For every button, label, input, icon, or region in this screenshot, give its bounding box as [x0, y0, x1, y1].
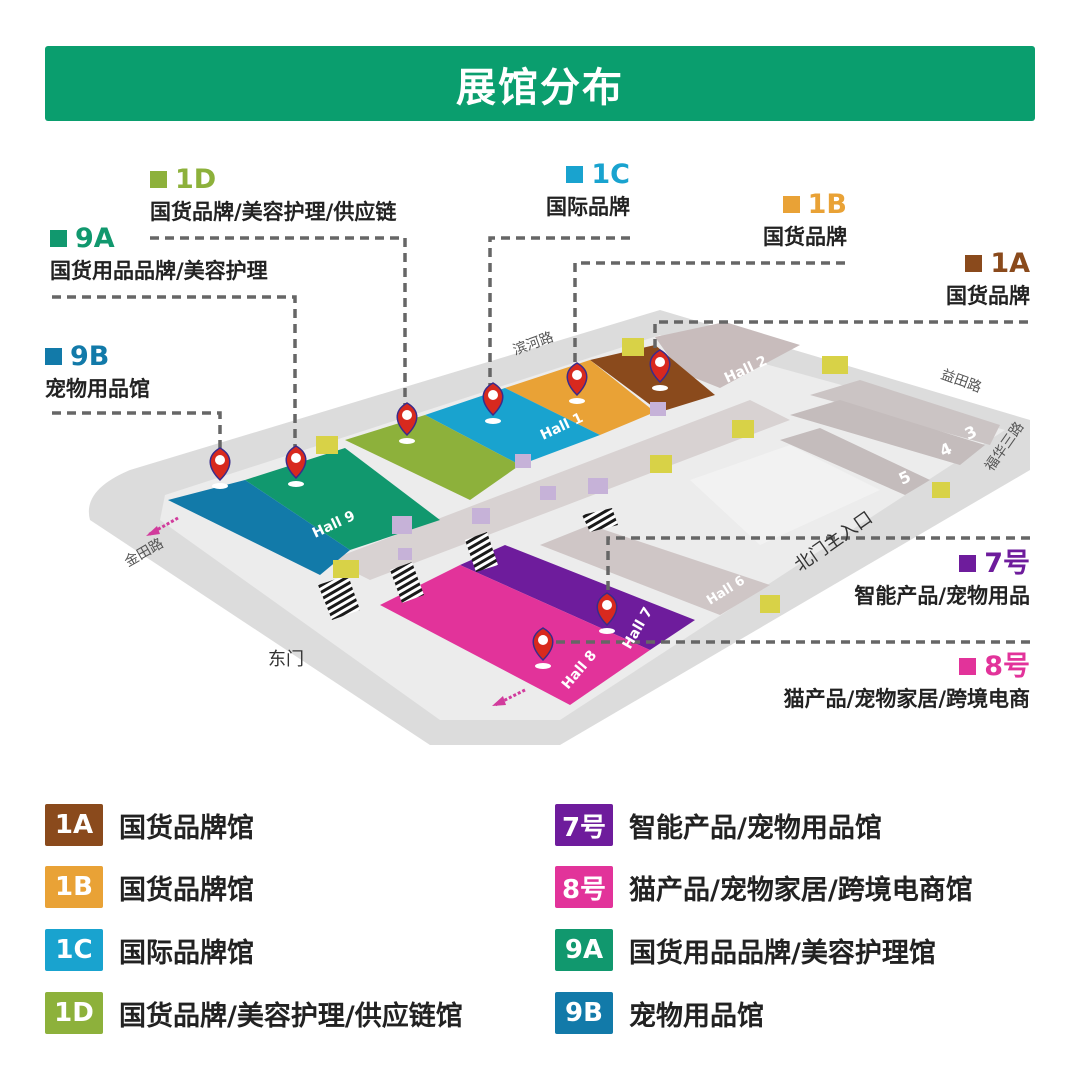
callout-9b: 9B 宠物用品馆 [45, 340, 150, 402]
callout-desc: 国货品牌/美容护理/供应链 [150, 199, 397, 224]
venue-map: 滨河路 益田路 福华三路 金田路 东门 北门主入口 Hall 1 Hall 2 … [52, 236, 1031, 745]
ground-inner [160, 335, 1005, 720]
hall-1d-area [345, 415, 520, 500]
legend-badge: 9A [555, 929, 613, 971]
legend-badge: 7号 [555, 804, 613, 846]
legend-square [566, 166, 584, 184]
legend-item-8: 8号 猫产品/宠物家居/跨境电商馆 [555, 866, 973, 908]
hall-1a-area [590, 345, 715, 412]
callout-code: 9A [75, 223, 115, 254]
callout-code: 1A [990, 248, 1030, 279]
entrance-arrows [146, 516, 526, 707]
hall-1b-area [505, 360, 655, 435]
callout-desc: 国际品牌 [546, 194, 630, 219]
hall-9b-area [168, 480, 350, 575]
callout-desc: 国货品牌 [763, 224, 847, 249]
callout-1b: 1B 国货品牌 [763, 188, 847, 250]
legend-label: 国货品牌/美容护理/供应链馆 [119, 1000, 463, 1032]
legend-label: 宠物用品馆 [629, 1000, 764, 1032]
gate-east-label: 东门 [268, 649, 304, 670]
callout-1d: 1D 国货品牌/美容护理/供应链 [150, 163, 396, 225]
callout-code: 1C [591, 159, 630, 190]
hall-7-area [460, 545, 695, 650]
legend-square [782, 196, 800, 214]
callout-9a: 9A 国货用品品牌/美容护理 [50, 222, 268, 284]
callout-1c: 1C 国际品牌 [546, 158, 630, 220]
legend-square [150, 171, 167, 189]
legend-badge: 1A [45, 804, 103, 846]
legend-square [50, 230, 67, 248]
callout-code: 8号 [984, 651, 1030, 682]
legend-square [959, 658, 977, 676]
hall-3-block [810, 380, 1000, 445]
legend-item-1a: 1A 国货品牌馆 [45, 804, 254, 846]
callout-code: 1D [175, 164, 217, 195]
legend-badge: 9B [555, 992, 613, 1034]
legend-item-9a: 9A 国货用品品牌/美容护理馆 [555, 929, 936, 971]
legend-item-1c: 1C 国际品牌馆 [45, 929, 254, 971]
hall-5-block [780, 428, 930, 495]
stairs [582, 508, 618, 532]
legend-label: 国货品牌馆 [119, 874, 254, 906]
hall-1c-area [425, 388, 600, 465]
hall-4-block [790, 400, 985, 465]
hall-6-block [540, 525, 770, 615]
legend-badge: 1D [45, 992, 103, 1034]
legend-badge: 1C [45, 929, 103, 971]
callout-code: 7号 [984, 548, 1030, 579]
legend-item-1b: 1B 国货品牌馆 [45, 866, 254, 908]
legend: 1A 国货品牌馆 1B 国货品牌馆 1C 国际品牌馆 1D 国货品牌/美容护理/… [45, 796, 1045, 1046]
callout-7: 7号 智能产品/宠物用品 [854, 547, 1030, 609]
legend-item-7: 7号 智能产品/宠物用品馆 [555, 804, 882, 846]
legend-item-1d: 1D 国货品牌/美容护理/供应链馆 [45, 992, 463, 1034]
legend-label: 国货用品品牌/美容护理馆 [629, 937, 936, 969]
stairs [390, 562, 424, 603]
legend-square [959, 555, 977, 573]
legend-label: 国货品牌馆 [119, 812, 254, 844]
stairs [465, 532, 498, 572]
hall-2-block [655, 322, 800, 388]
legend-label: 猫产品/宠物家居/跨境电商馆 [629, 874, 973, 906]
legend-square [965, 255, 983, 273]
legend-item-9b: 9B 宠物用品馆 [555, 992, 764, 1034]
callout-desc: 国货品牌 [946, 283, 1030, 308]
corridor [330, 400, 790, 580]
legend-square [45, 348, 62, 366]
callout-desc: 国货用品品牌/美容护理 [50, 258, 268, 283]
legend-label: 国际品牌馆 [119, 937, 254, 969]
callout-code: 9B [70, 341, 110, 372]
gate-markers [316, 338, 950, 613]
legend-badge: 8号 [555, 866, 613, 908]
entry-markers [392, 402, 666, 560]
hall-8-area [380, 565, 650, 705]
stair-area-north [690, 445, 880, 545]
callout-8: 8号 猫产品/宠物家居/跨境电商 [784, 650, 1030, 712]
legend-badge: 1B [45, 866, 103, 908]
callout-desc: 宠物用品馆 [45, 376, 150, 401]
title-banner: 展馆分布 [45, 46, 1035, 121]
page-title: 展馆分布 [456, 64, 624, 111]
callout-1a: 1A 国货品牌 [946, 247, 1030, 309]
callout-code: 1B [807, 189, 847, 220]
legend-label: 智能产品/宠物用品馆 [629, 812, 882, 844]
road-label-yitian: 益田路 [939, 367, 984, 396]
location-pins [209, 349, 671, 669]
callout-desc: 智能产品/宠物用品 [854, 583, 1030, 608]
callout-desc: 猫产品/宠物家居/跨境电商 [783, 686, 1030, 711]
stairs [318, 575, 360, 620]
